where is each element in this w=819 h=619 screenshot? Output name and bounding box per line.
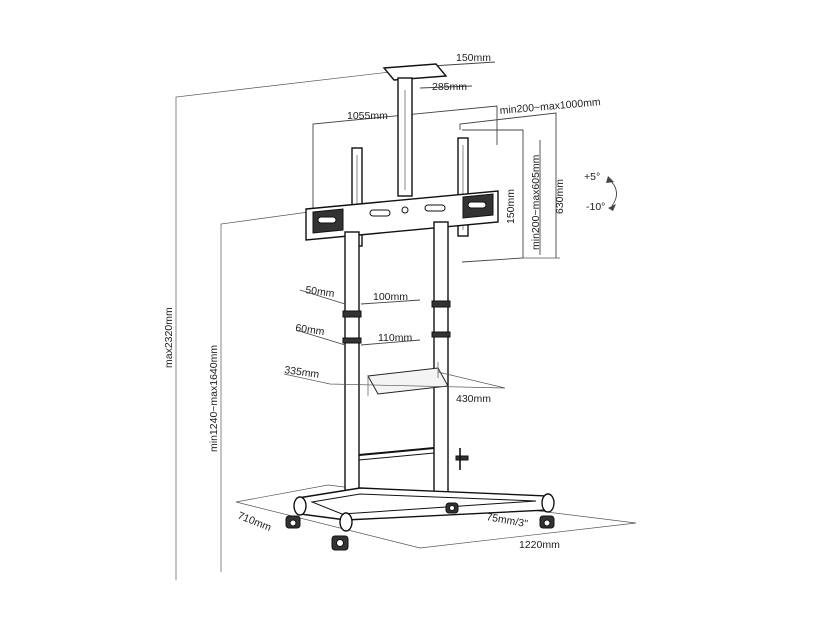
dim-60: 60mm (295, 322, 326, 338)
cross-bar-lower (358, 452, 435, 461)
leader-110 (360, 339, 421, 346)
leader-150 (431, 61, 496, 67)
base-end-right (541, 493, 555, 513)
right-pole (433, 221, 449, 495)
caster-left (285, 515, 301, 529)
dim-vesa-height: min200~max605mm (530, 154, 542, 250)
right-pole-clamp (431, 300, 451, 308)
dim-285: 285mm (432, 81, 467, 93)
dim-1220: 1220mm (519, 539, 560, 551)
rear-handle (455, 455, 469, 461)
dim-1055: 1055mm (347, 110, 388, 122)
caster-rear (445, 502, 459, 514)
av-shelf (367, 367, 449, 395)
dim-150-vertical: 150mm (505, 189, 517, 224)
cross-bar (358, 447, 435, 456)
dim-430: 430mm (456, 393, 491, 405)
base-inner (310, 493, 537, 515)
mounting-arm (305, 190, 499, 241)
leader-285 (419, 85, 473, 89)
dim-height-range: min1240~max1640mm (208, 345, 220, 452)
leader-60 (295, 329, 346, 346)
dim-75-caster: 75mm/3" (485, 511, 528, 530)
floor-footprint (235, 484, 637, 549)
dim-630: 630mm (554, 179, 566, 214)
caster-right (539, 515, 555, 529)
dim-50: 50mm (305, 284, 336, 300)
max-height-plane (175, 71, 391, 580)
leader-100 (360, 299, 421, 305)
arm-slot-3 (369, 209, 391, 217)
shelf-dimension-plane (283, 371, 506, 389)
leader-50 (299, 289, 346, 305)
right-pole-clamp-2 (431, 331, 451, 338)
dim-max-height: max2320mm (163, 307, 175, 368)
height-range-plane (220, 206, 346, 572)
vesa-height-frame (461, 129, 524, 263)
tilt-up-label: +5° (584, 171, 600, 183)
tilt-arrow-down (608, 204, 616, 211)
base-end-front (339, 512, 353, 532)
tilt-arc (609, 179, 617, 207)
vesa-width-frame (459, 112, 557, 130)
dim-710: 710mm (236, 510, 273, 534)
ceiling-plate (382, 63, 448, 81)
left-pole (344, 231, 360, 501)
base-end-left (293, 496, 307, 516)
arm-center-bolt (401, 206, 409, 214)
tilt-down-label: -10° (586, 201, 605, 213)
caster-front (331, 535, 349, 551)
arm-slot-2 (467, 201, 487, 209)
dim-335: 335mm (284, 364, 321, 381)
arm-slot-4 (424, 204, 446, 212)
dim-100: 100mm (373, 291, 408, 303)
dim-110: 110mm (378, 332, 412, 344)
tilt-arrow-up (606, 176, 614, 183)
left-pole-clamp-2 (342, 337, 362, 344)
left-pole-clamp (342, 310, 362, 318)
dim-150: 150mm (456, 52, 491, 64)
arm-slot-1 (317, 216, 337, 224)
